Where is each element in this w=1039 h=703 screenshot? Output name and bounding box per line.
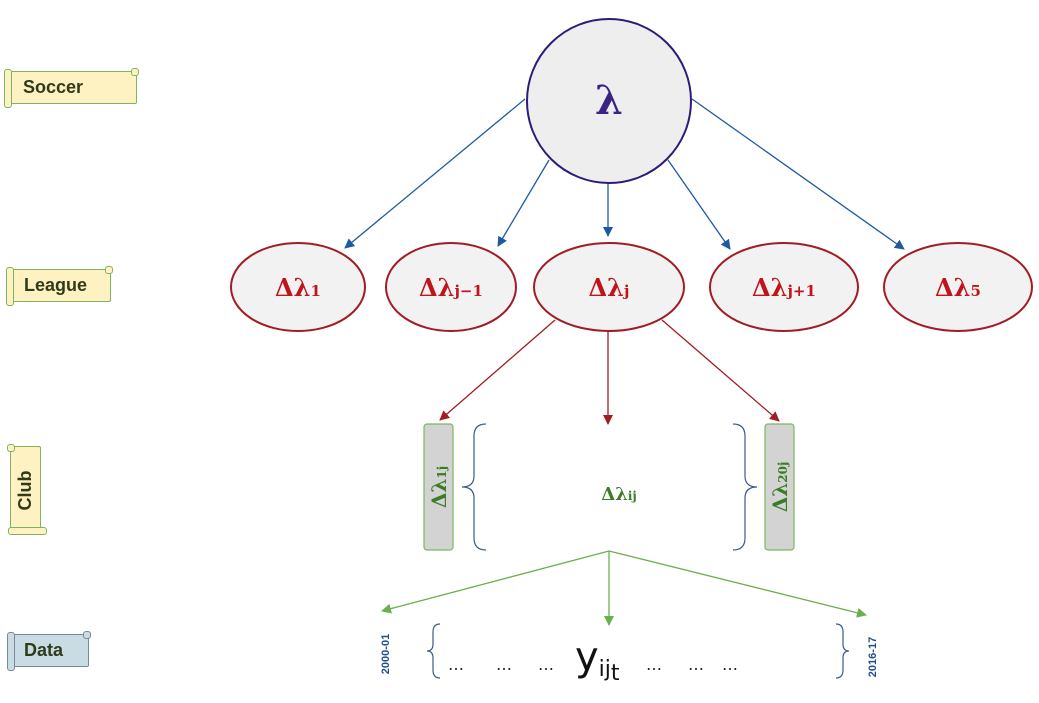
svg-text:Δλj−1: Δλj−1 bbox=[419, 273, 483, 302]
league-node-1-sub: 1 bbox=[311, 282, 321, 300]
club-bar-first-base: Δλ bbox=[427, 479, 451, 509]
level-label-league-text: League bbox=[24, 275, 88, 295]
club-center-sub: ij bbox=[628, 489, 637, 503]
league-node-j-sub: j bbox=[622, 282, 629, 300]
club-center-label: Δλij bbox=[601, 484, 637, 505]
arrow-to-league-jm1 bbox=[497, 159, 550, 247]
level-label-club: Club bbox=[7, 444, 47, 535]
club-bar-first-sub: 1j bbox=[435, 466, 449, 479]
level-label-soccer: Soccer bbox=[4, 68, 139, 108]
data-dots-left-3: … bbox=[538, 655, 554, 674]
level-label-soccer-text: Soccer bbox=[23, 77, 84, 97]
league-node-jm1-sub: j−1 bbox=[453, 282, 483, 300]
league-node-1-base: Δλ bbox=[275, 273, 310, 302]
league-node-j-base: Δλ bbox=[589, 273, 624, 302]
league-node-jp1: Δλj+1 bbox=[709, 242, 859, 332]
arrow-to-data-start bbox=[381, 550, 610, 614]
arrow-to-league-5 bbox=[691, 98, 905, 250]
top-to-league-arrows bbox=[344, 98, 905, 250]
top-node-label: λ bbox=[595, 77, 623, 124]
club-bar-first: Δλ1j bbox=[423, 423, 454, 551]
league-to-club-arrows bbox=[439, 319, 780, 425]
league-node-5-sub: 5 bbox=[971, 282, 981, 300]
data-dots-left-1: … bbox=[448, 655, 464, 674]
arrow-to-league-jp1 bbox=[667, 159, 731, 250]
data-y-sub: ij bbox=[599, 657, 611, 682]
level-label-league: League bbox=[6, 266, 113, 306]
svg-text:Δλj+1: Δλj+1 bbox=[752, 273, 816, 302]
data-dots-right-1: … bbox=[646, 655, 662, 674]
league-node-jp1-sub: j+1 bbox=[786, 282, 816, 300]
data-dots-left-2: … bbox=[496, 655, 512, 674]
data-start-year: 2000-01 bbox=[380, 634, 392, 674]
league-node-1: Δλ1 bbox=[230, 242, 366, 332]
league-node-5-base: Δλ bbox=[935, 273, 970, 302]
league-node-jm1: Δλj−1 bbox=[385, 242, 517, 332]
data-right-brace bbox=[835, 623, 850, 679]
league-node-j: Δλj bbox=[533, 242, 685, 332]
club-center-base: Δλ bbox=[601, 484, 628, 505]
arrow-to-league-1 bbox=[344, 98, 526, 249]
league-node-5: Δλ5 bbox=[883, 242, 1033, 332]
arrow-to-data-end bbox=[608, 550, 867, 618]
club-bar-last: Δλ20j bbox=[764, 423, 795, 551]
data-y-base: y bbox=[575, 634, 599, 680]
club-bar-last-base: Δλ bbox=[768, 483, 792, 513]
data-observation-label: yijt bbox=[575, 634, 620, 686]
league-node-jp1-base: Δλ bbox=[752, 273, 787, 302]
club-to-data-arrows bbox=[381, 550, 867, 626]
data-dots-right-3: … bbox=[722, 655, 738, 674]
arrow-to-club-first bbox=[439, 319, 556, 421]
level-label-data: Data bbox=[7, 631, 91, 671]
top-node: λ bbox=[526, 18, 692, 184]
svg-text:Δλ20j: Δλ20j bbox=[768, 462, 792, 513]
club-right-brace bbox=[732, 423, 758, 551]
arrow-to-club-last bbox=[661, 319, 780, 422]
data-dots: … … … … … … bbox=[448, 655, 738, 674]
svg-text:Δλ1: Δλ1 bbox=[275, 273, 321, 302]
data-left-brace bbox=[426, 623, 441, 679]
svg-text:Δλj: Δλj bbox=[589, 273, 630, 302]
data-dots-right-2: … bbox=[688, 655, 704, 674]
data-y-subsub: t bbox=[611, 661, 620, 686]
club-bar-last-sub: 20j bbox=[776, 462, 790, 483]
club-left-brace bbox=[461, 423, 487, 551]
level-label-data-text: Data bbox=[24, 640, 64, 660]
svg-text:Δλ1j: Δλ1j bbox=[427, 466, 451, 508]
svg-text:Δλ5: Δλ5 bbox=[935, 273, 981, 302]
league-node-jm1-base: Δλ bbox=[419, 273, 454, 302]
data-end-year: 2016-17 bbox=[867, 637, 879, 677]
